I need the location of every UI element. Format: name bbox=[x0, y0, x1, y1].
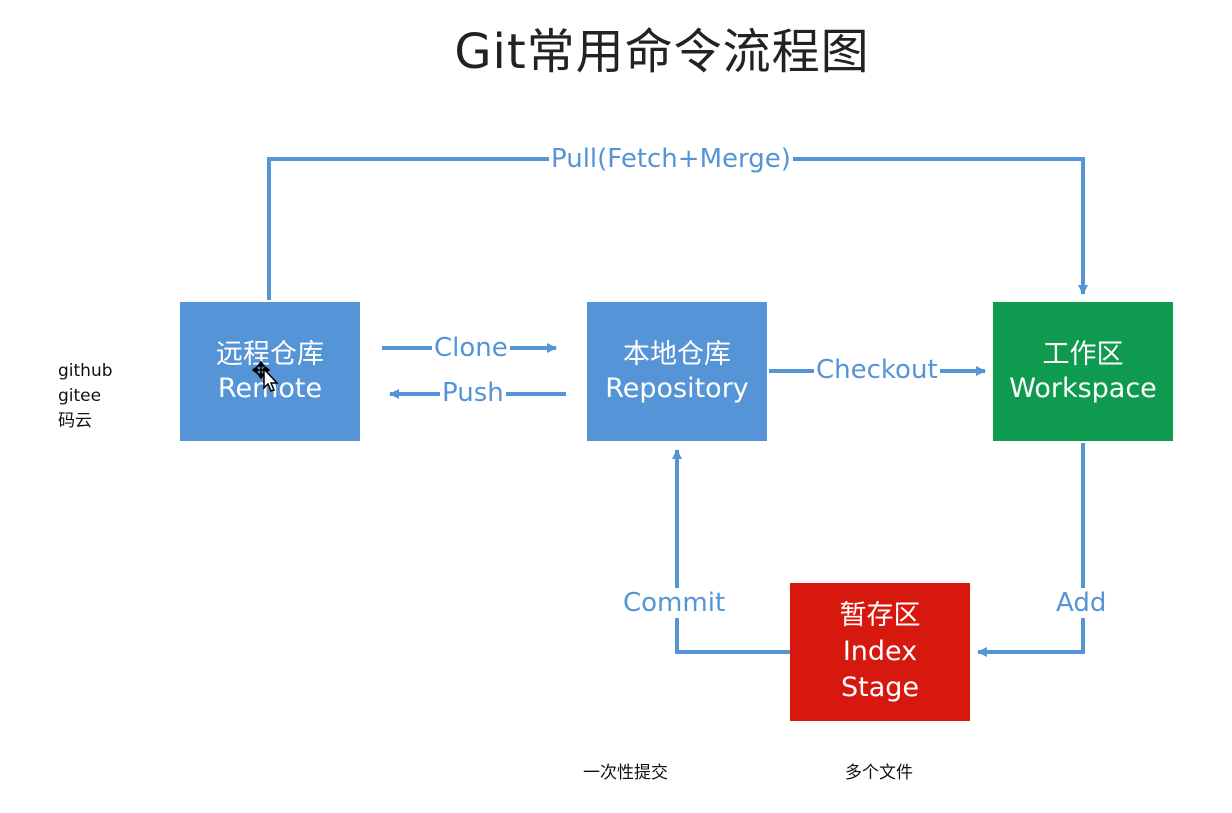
diagram-title: Git常用命令流程图 bbox=[454, 24, 870, 80]
remote-host-gitee: gitee bbox=[58, 386, 102, 406]
arrow-cursor-icon bbox=[251, 360, 279, 392]
add-note: 多个文件 bbox=[845, 763, 913, 783]
checkout-label: Checkout bbox=[814, 355, 940, 385]
commit-arrow bbox=[672, 449, 790, 654]
repository-node-title: 本地仓库 bbox=[623, 338, 731, 370]
pull-label: Pull(Fetch+Merge) bbox=[549, 144, 793, 174]
clone-label: Clone bbox=[432, 333, 510, 363]
workspace-node-title: 工作区 bbox=[1042, 338, 1124, 370]
remote-host-mayun: 码云 bbox=[58, 411, 92, 431]
workspace-node-subtitle: Workspace bbox=[1009, 372, 1157, 404]
workspace-node: 工作区 Workspace bbox=[993, 302, 1173, 441]
remote-node-title: 远程仓库 bbox=[216, 338, 324, 370]
stage-node-subtitle: Index bbox=[842, 636, 918, 667]
repository-node: 本地仓库 Repository bbox=[587, 302, 767, 441]
push-label: Push bbox=[440, 378, 506, 408]
stage-node-title: 暂存区 bbox=[839, 600, 921, 631]
repository-node-subtitle: Repository bbox=[605, 372, 749, 404]
stage-node: 暂存区 Index Stage bbox=[790, 583, 970, 721]
commit-note: 一次性提交 bbox=[583, 763, 668, 783]
add-arrow bbox=[977, 443, 1085, 657]
stage-node-subtitle-2: Stage bbox=[840, 672, 920, 703]
remote-node: 远程仓库 Remote bbox=[180, 302, 360, 441]
remote-host-github: github bbox=[58, 361, 113, 381]
commit-label: Commit bbox=[621, 588, 728, 618]
add-label: Add bbox=[1054, 588, 1109, 618]
pull-arrow bbox=[267, 157, 1088, 300]
remote-hosts-note: github gitee 码云 bbox=[58, 359, 113, 434]
